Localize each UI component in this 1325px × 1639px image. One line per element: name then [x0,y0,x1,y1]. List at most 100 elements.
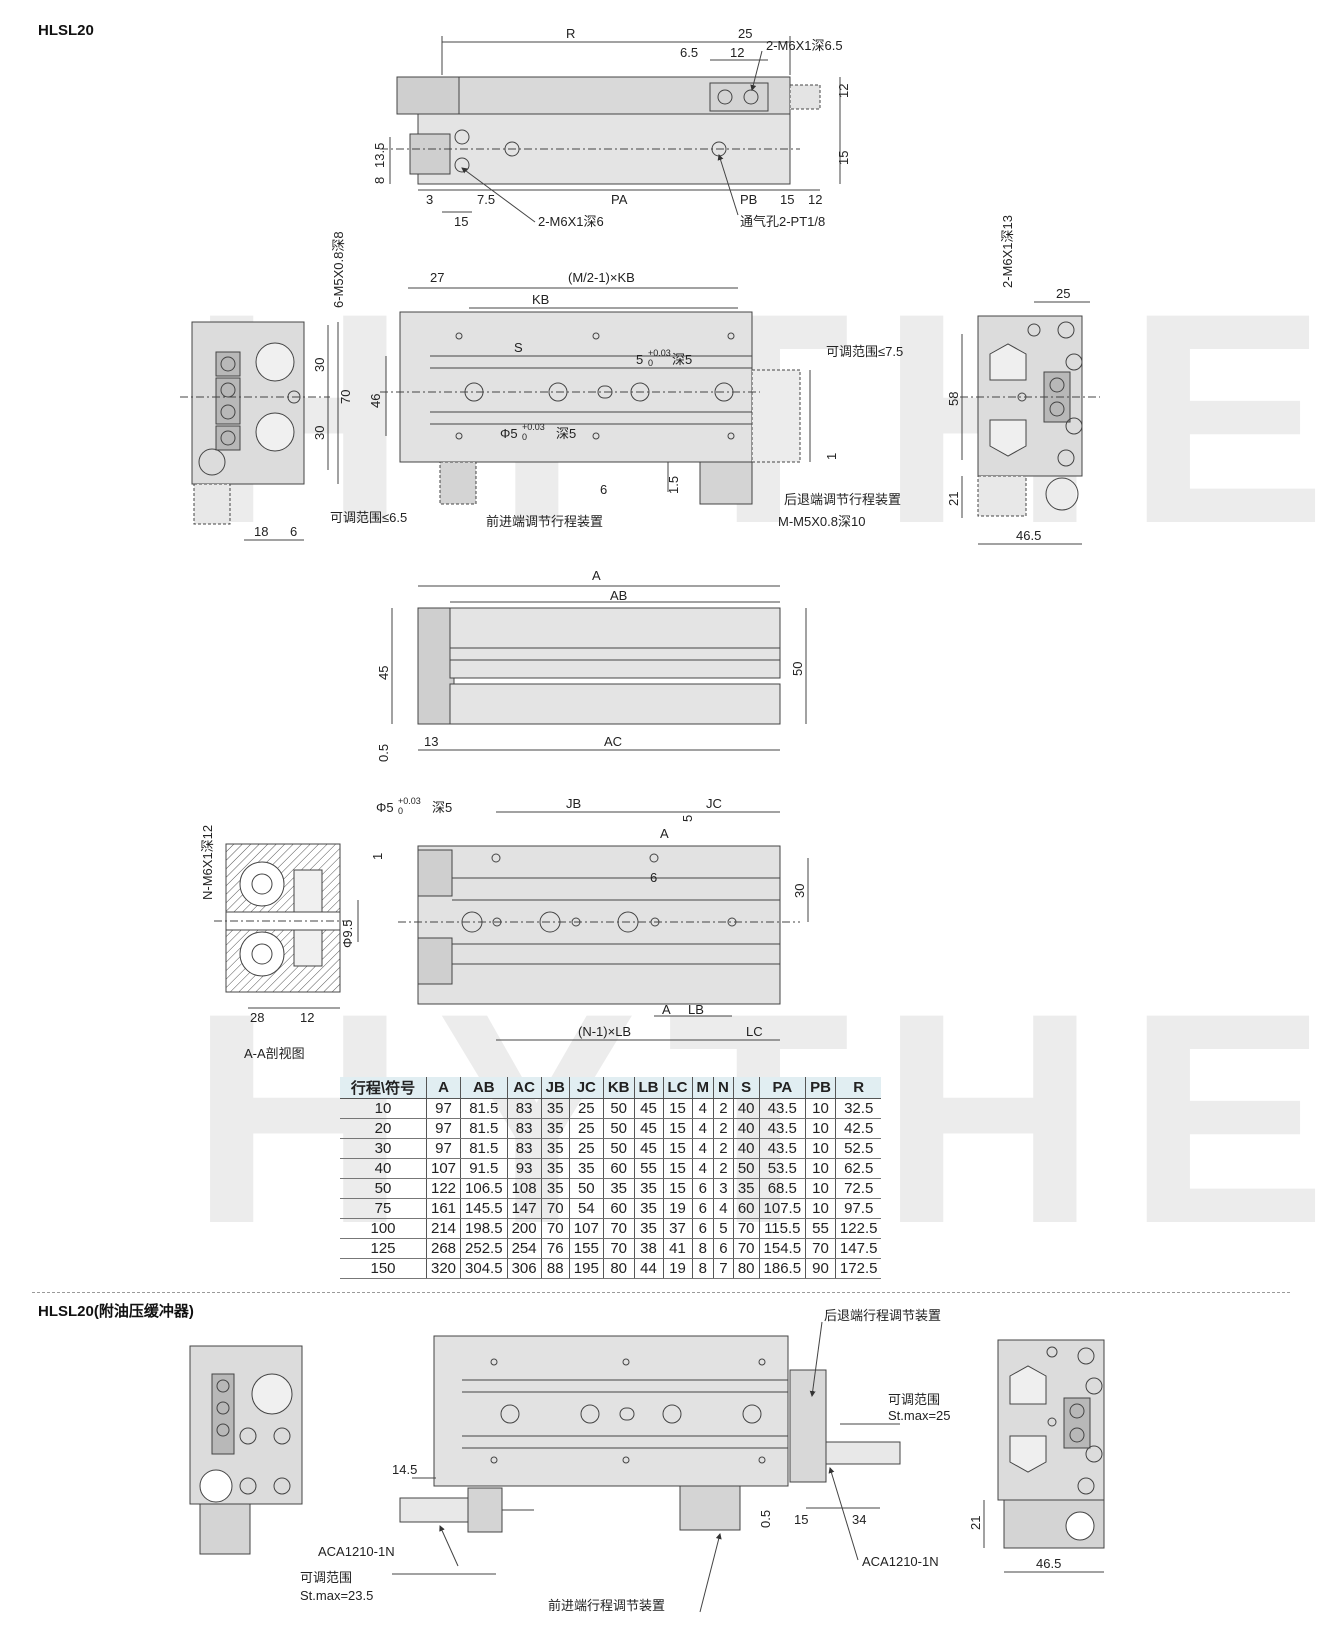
table-cell: 38 [634,1238,664,1259]
dim-phi9-5: Φ9.5 [340,920,355,948]
table-cell: 198.5 [460,1218,508,1239]
dim-21: 21 [946,492,961,506]
table-cell: 50 [603,1138,635,1159]
table-cell: 6 [692,1218,714,1239]
table-cell: 7 [713,1258,734,1279]
callout-6-m5x0-8-8: 6-M5X0.8深8 [331,231,346,308]
table-header-cell: M [692,1077,714,1099]
dim-12-bottom: 12 [808,192,822,207]
dim-3: 3 [426,192,433,207]
dim-46-5: 46.5 [1016,528,1041,543]
dim-KB: KB [532,292,549,307]
dim-12-right: 12 [836,84,851,98]
callout-2-m6x1-6-5: 2-M6X1深6.5 [766,38,843,53]
table-cell: 125 [340,1238,427,1259]
table-cell: 80 [603,1258,635,1279]
stroke-max-23-5: St.max=23.5 [300,1588,373,1603]
dim-JB: JB [566,796,581,811]
dim-15-buffer: 15 [794,1512,808,1527]
table-cell: 97.5 [835,1198,882,1219]
table-header-cell: A [426,1077,462,1099]
table-cell: 195 [569,1258,604,1279]
dim-6: 6 [290,524,297,539]
table-cell: 15 [663,1118,693,1139]
dim-A: A [592,568,601,583]
table-cell: 4 [713,1198,734,1219]
table-cell: 70 [541,1218,570,1239]
pin-hole-tolerance-zero: 0 [522,432,527,442]
right-end-view-labels: 2-M6X1深13 25 58 21 46.5 [946,215,1070,543]
table-cell: 107 [569,1218,604,1239]
table-cell: 100 [340,1218,427,1239]
side-view-labels: A AB 45 50 0.5 13 AC [376,568,805,762]
dim-18: 18 [254,524,268,539]
table-cell: 88 [541,1258,570,1279]
callout-front-stroke-adjuster: 前进端调节行程装置 [486,514,603,529]
table-cell: 35 [634,1198,664,1219]
table-cell: 35 [733,1178,760,1199]
pin-hole-tolerance: +0.03 [522,422,545,432]
dim-AB: AB [610,588,627,603]
table-header-cell: R [835,1077,882,1099]
callout-rear-stroke-adjuster: 后退端调节行程装置 [784,492,901,507]
table-cell: 43.5 [759,1138,807,1159]
dim-13: 13 [424,734,438,749]
table-cell: 50 [603,1118,635,1139]
table-cell: 108 [507,1178,542,1199]
pin-hole-depth-5: 深5 [556,426,576,441]
section-view-caption: A-A剖视图 [244,1046,305,1061]
table-cell: 107.5 [759,1198,807,1219]
dim-0-5-buffer: 0.5 [758,1510,773,1528]
callout-2-m6x1-6: 2-M6X1深6 [538,214,604,229]
section-title-hlsl20: HLSL20 [38,22,94,39]
table-cell: 106.5 [460,1178,508,1199]
table-cell: 35 [603,1178,635,1199]
dim-JC: JC [706,796,722,811]
table-cell: 32.5 [835,1098,882,1119]
dim-PB: PB [740,192,757,207]
buffer-front-view [392,1321,901,1613]
table-cell: 45 [634,1098,664,1119]
table-cell: 172.5 [835,1258,882,1279]
table-cell: 20 [340,1118,427,1139]
table-cell: 52.5 [835,1138,882,1159]
slot-tolerance-zero: 0 [648,358,653,368]
table-cell: 97 [426,1138,462,1159]
table-cell: 44 [634,1258,664,1279]
dim-12-top: 12 [730,45,744,60]
dim-45: 45 [376,666,391,680]
table-cell: 35 [541,1138,570,1159]
table-cell: 15 [663,1158,693,1179]
table-cell: 10 [805,1178,836,1199]
dim-6-5: 6.5 [680,45,698,60]
table-cell: 10 [805,1138,836,1159]
table-cell: 60 [603,1158,635,1179]
table-cell: 35 [541,1158,570,1179]
slot-width-5: 5 [636,352,643,367]
table-cell: 6 [692,1178,714,1199]
dim-n-lb: (N-1)×LB [578,1024,631,1039]
table-cell: 70 [603,1218,635,1239]
callout-n-m6x1-12: N-M6X1深12 [200,825,215,900]
table-cell: 8 [692,1258,714,1279]
table-cell: 70 [541,1198,570,1219]
table-cell: 320 [426,1258,462,1279]
dim-15-left: 15 [454,214,468,229]
dim-15-bottom: 15 [780,192,794,207]
table-cell: 41 [663,1238,693,1259]
table-cell: 55 [805,1218,836,1239]
dim-46: 46 [368,394,383,408]
section-separator [32,1292,1290,1293]
adjust-range-6-5: 可调范围≤6.5 [330,510,407,525]
slot-depth-5: 深5 [672,352,692,367]
table-cell: 70 [733,1218,760,1239]
callout-vent-port: 通气孔2-PT1/8 [740,214,825,229]
table-cell: 50 [603,1098,635,1119]
table-cell: 60 [603,1198,635,1219]
buffer-left-view [189,1345,303,1555]
table-cell: 6 [692,1198,714,1219]
